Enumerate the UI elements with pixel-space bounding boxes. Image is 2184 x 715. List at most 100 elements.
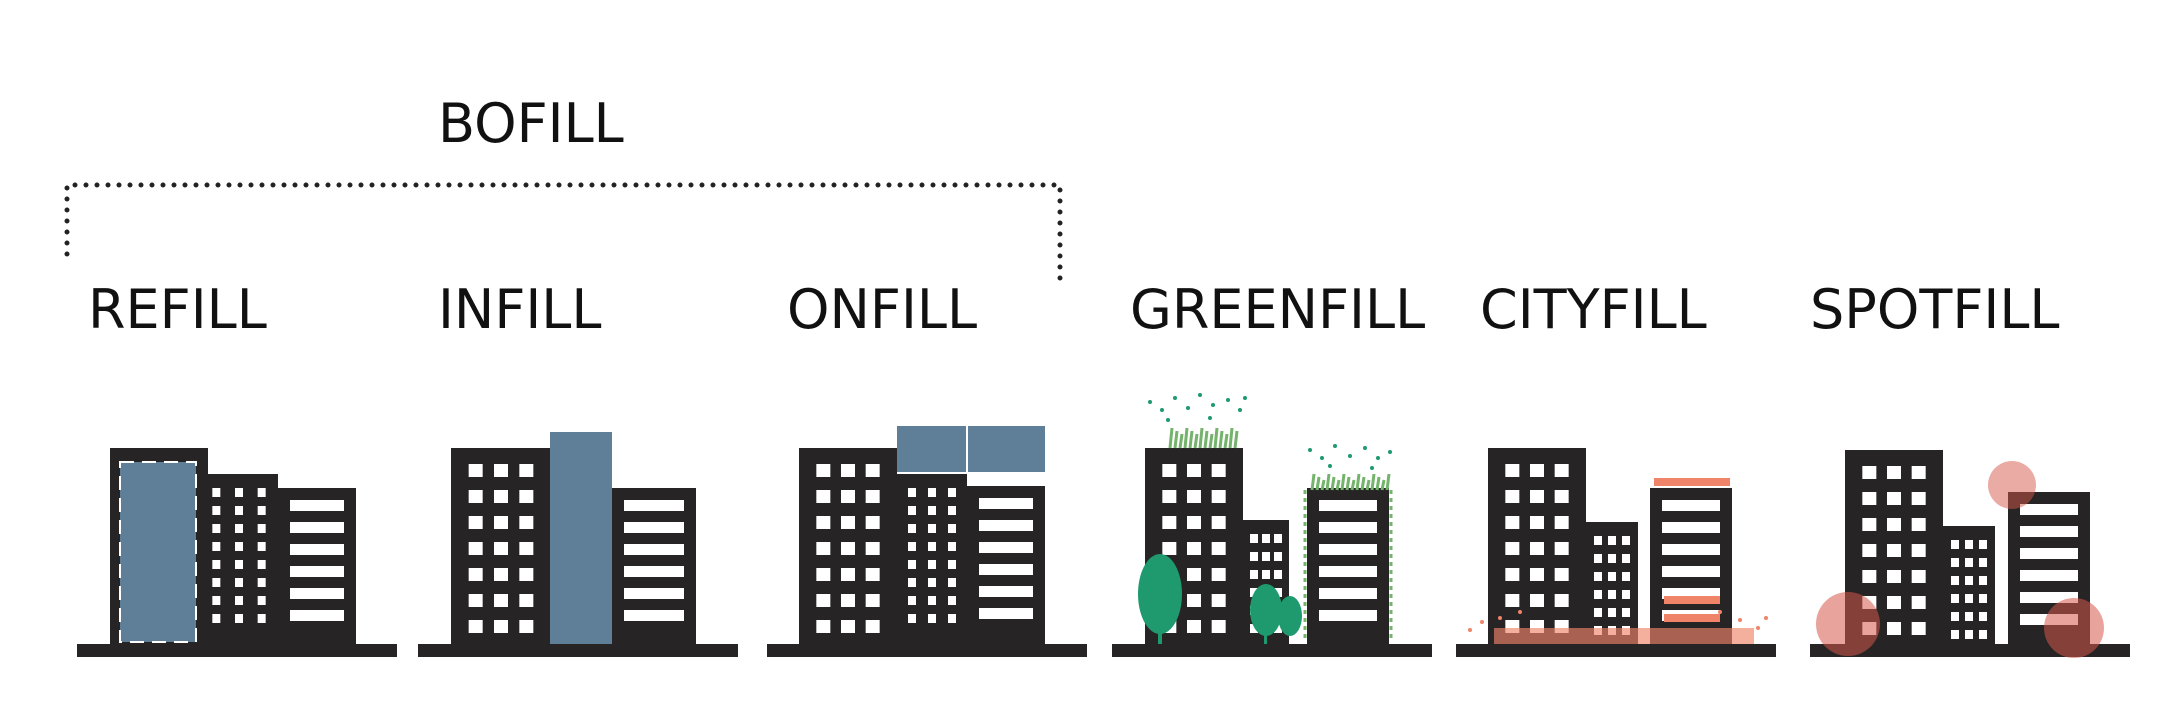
illustration-infill: [418, 432, 738, 657]
roof-grass: [1320, 479, 1326, 491]
window: [1274, 624, 1282, 633]
window: [519, 464, 534, 477]
roof-grass: [1355, 473, 1361, 491]
window: [212, 560, 221, 569]
window: [212, 542, 221, 551]
roof-grass: [1223, 433, 1229, 449]
seed-dot: [1198, 393, 1202, 397]
roof-grass: [1370, 473, 1376, 491]
illustration-spotfill: [1810, 450, 2130, 658]
window-band: [290, 588, 344, 599]
roof-grass: [1375, 476, 1381, 491]
window: [1162, 464, 1177, 477]
window-band: [979, 586, 1033, 597]
window: [1530, 568, 1544, 581]
window: [1250, 552, 1258, 561]
window: [1911, 466, 1926, 479]
window: [1887, 596, 1901, 609]
window: [1505, 516, 1520, 529]
window: [468, 490, 483, 503]
onfill-volume: [897, 426, 1045, 472]
window: [1187, 568, 1201, 581]
window: [841, 490, 855, 503]
window: [908, 614, 916, 623]
window: [908, 542, 916, 551]
window: [1505, 490, 1520, 503]
window: [468, 516, 483, 529]
window: [1530, 516, 1544, 529]
spot-circle: [1988, 461, 2036, 509]
window: [1594, 554, 1602, 563]
group-label-bofill: BOFILL: [438, 92, 624, 155]
window: [1862, 492, 1877, 505]
window: [1211, 542, 1226, 555]
ground-line: [767, 644, 1087, 657]
window: [1951, 630, 1959, 639]
window: [235, 596, 243, 605]
window: [1951, 612, 1959, 621]
window: [1274, 552, 1282, 561]
window: [494, 620, 508, 633]
window: [948, 542, 956, 551]
window: [257, 614, 266, 623]
window: [1979, 558, 1987, 567]
window: [1505, 568, 1520, 581]
active-floor: [1664, 596, 1720, 604]
window-band: [979, 542, 1033, 553]
window: [1274, 534, 1282, 543]
window: [212, 524, 221, 533]
roof-grass: [1168, 427, 1174, 449]
window: [1951, 558, 1959, 567]
window: [948, 506, 956, 515]
window: [1187, 464, 1201, 477]
window: [1554, 516, 1569, 529]
seed-dot: [1160, 408, 1164, 412]
window-band: [979, 564, 1033, 575]
seed-dot: [1166, 418, 1170, 422]
window: [212, 596, 221, 605]
window: [257, 542, 266, 551]
window: [908, 524, 916, 533]
bofill-bracket: [64, 182, 1063, 285]
window: [1979, 576, 1987, 585]
roof-grass: [1233, 430, 1239, 449]
window: [1887, 518, 1901, 531]
street-speck: [1468, 628, 1472, 632]
window: [1622, 608, 1630, 617]
window: [948, 578, 956, 587]
seed-dot: [1328, 464, 1332, 468]
ground-line: [1456, 644, 1776, 657]
seed-dot: [1238, 408, 1242, 412]
seed-dot: [1320, 456, 1324, 460]
window: [1187, 594, 1201, 607]
window-band: [624, 566, 684, 577]
roof-grass: [1310, 473, 1316, 491]
window: [519, 490, 534, 503]
window-band: [979, 520, 1033, 531]
window: [816, 542, 831, 555]
window: [1530, 594, 1544, 607]
window: [1911, 622, 1926, 635]
tree: [1138, 554, 1182, 634]
street-speck: [1756, 626, 1760, 630]
seed-dot: [1186, 406, 1190, 410]
roof-grass: [1193, 433, 1199, 449]
window: [1250, 588, 1258, 597]
window: [1530, 542, 1544, 555]
window: [519, 594, 534, 607]
window: [235, 542, 243, 551]
seed-dot: [1333, 444, 1337, 448]
window: [841, 516, 855, 529]
window: [494, 516, 508, 529]
window: [1622, 536, 1630, 545]
window: [865, 568, 880, 581]
spot-circle: [1816, 592, 1880, 656]
window: [1274, 588, 1282, 597]
window: [1162, 542, 1177, 555]
window: [1951, 594, 1959, 603]
street-speck: [1518, 610, 1522, 614]
illustration-refill: [77, 448, 397, 657]
roof-grass: [1360, 476, 1366, 491]
ground-line: [77, 644, 397, 657]
